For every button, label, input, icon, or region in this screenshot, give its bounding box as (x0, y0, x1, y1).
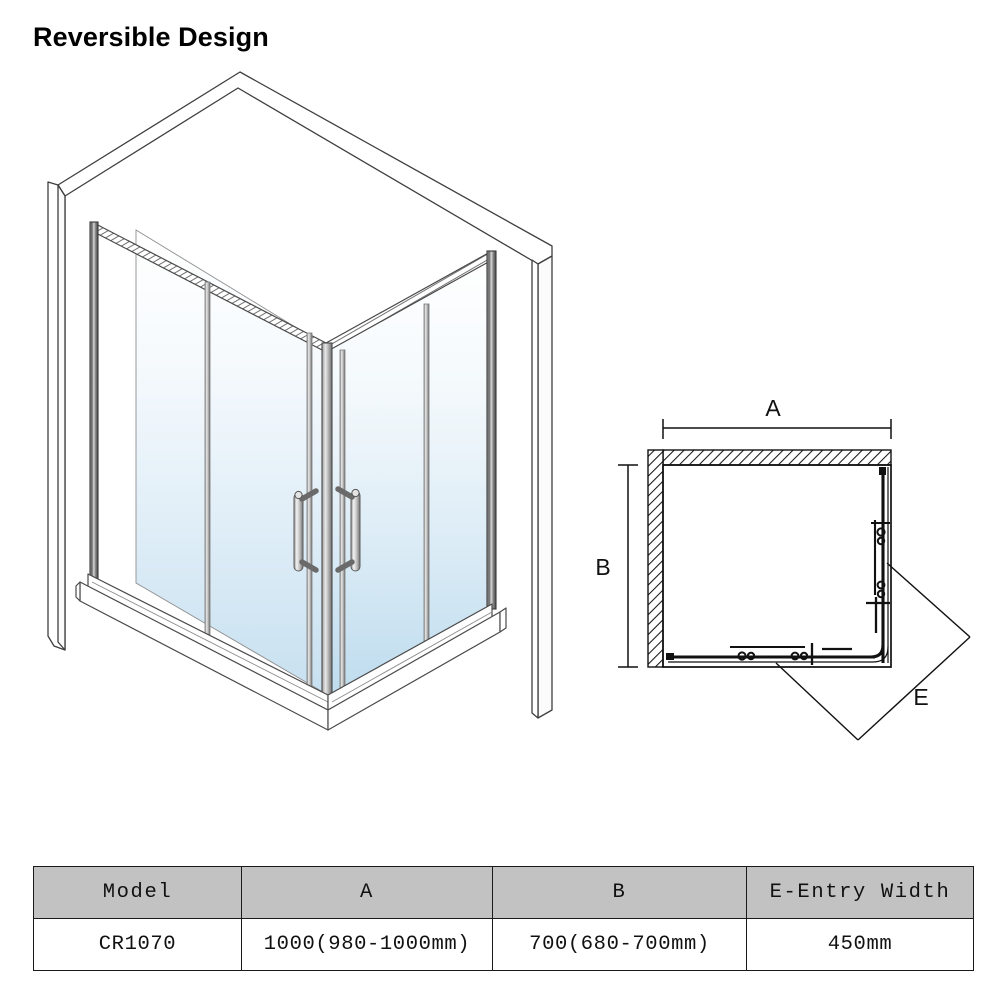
page-title: Reversible Design (33, 22, 269, 52)
table-header-row: Model A B E-Entry Width (33, 866, 974, 919)
plan-view-diagram: A B E (590, 395, 990, 765)
door-handle-right[interactable] (335, 486, 361, 573)
table-row: CR1070 1000(980-1000mm) 700(680-700mm) 4… (33, 918, 974, 971)
door-track-right (866, 467, 890, 663)
cell-a: 1000(980-1000mm) (241, 918, 493, 971)
table-header-model: Model (33, 866, 242, 919)
shower-tray-base (75, 573, 507, 731)
entry-leader-lines (775, 562, 971, 741)
door-handle-left[interactable] (293, 488, 319, 573)
cell-e-entry-width: 450mm (746, 918, 974, 971)
door-track-bottom (666, 643, 875, 665)
wall-panels (47, 71, 553, 719)
table-header-b: B (492, 866, 747, 919)
dimension-b (618, 464, 638, 668)
isometric-shower-enclosure (40, 50, 580, 750)
dimension-b-label: B (595, 554, 610, 580)
table-header-e-entry-width: E-Entry Width (746, 866, 974, 919)
dimension-a-label: A (765, 395, 781, 421)
table-header-a: A (241, 866, 493, 919)
specification-table: Model A B E-Entry Width CR1070 1000(980-… (33, 866, 974, 971)
cell-b: 700(680-700mm) (492, 918, 747, 971)
entry-label: E (913, 684, 928, 710)
enclosure-outline (662, 464, 892, 668)
dimension-a (662, 419, 892, 439)
cell-model: CR1070 (33, 918, 242, 971)
wall-hatching (647, 449, 892, 668)
